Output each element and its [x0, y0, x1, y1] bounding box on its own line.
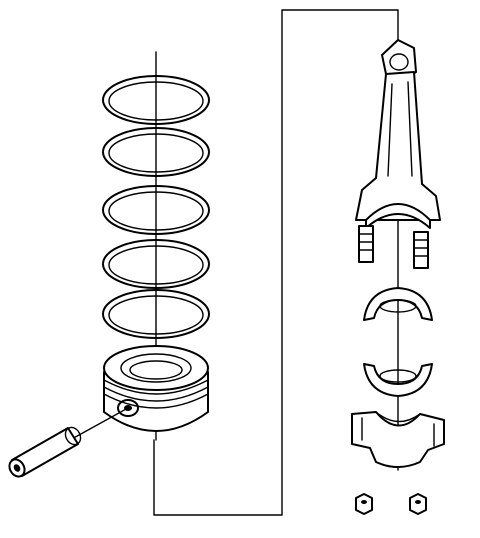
rod-bearing-lower — [363, 363, 433, 397]
rod-cap — [351, 411, 445, 468]
piston-ring-2 — [102, 127, 210, 177]
assembly-bracket-line — [153, 9, 399, 516]
piston-ring-3 — [102, 185, 210, 235]
pin-alignment-line — [69, 407, 129, 441]
piston-ring-5 — [102, 289, 210, 339]
piston-pin — [8, 426, 82, 478]
connecting-rod — [355, 39, 441, 269]
rod-nut-left — [355, 493, 373, 515]
rod-bolt-right — [413, 231, 429, 269]
rod-nut-right — [409, 493, 427, 515]
piston-rings — [102, 75, 210, 339]
rod-bearing-upper — [363, 287, 433, 321]
piston-ring-1 — [102, 75, 210, 125]
piston-ring-4 — [102, 239, 210, 289]
piston-pin-bore — [117, 399, 139, 417]
rod-bolt-left — [358, 225, 374, 263]
piston — [103, 345, 209, 432]
